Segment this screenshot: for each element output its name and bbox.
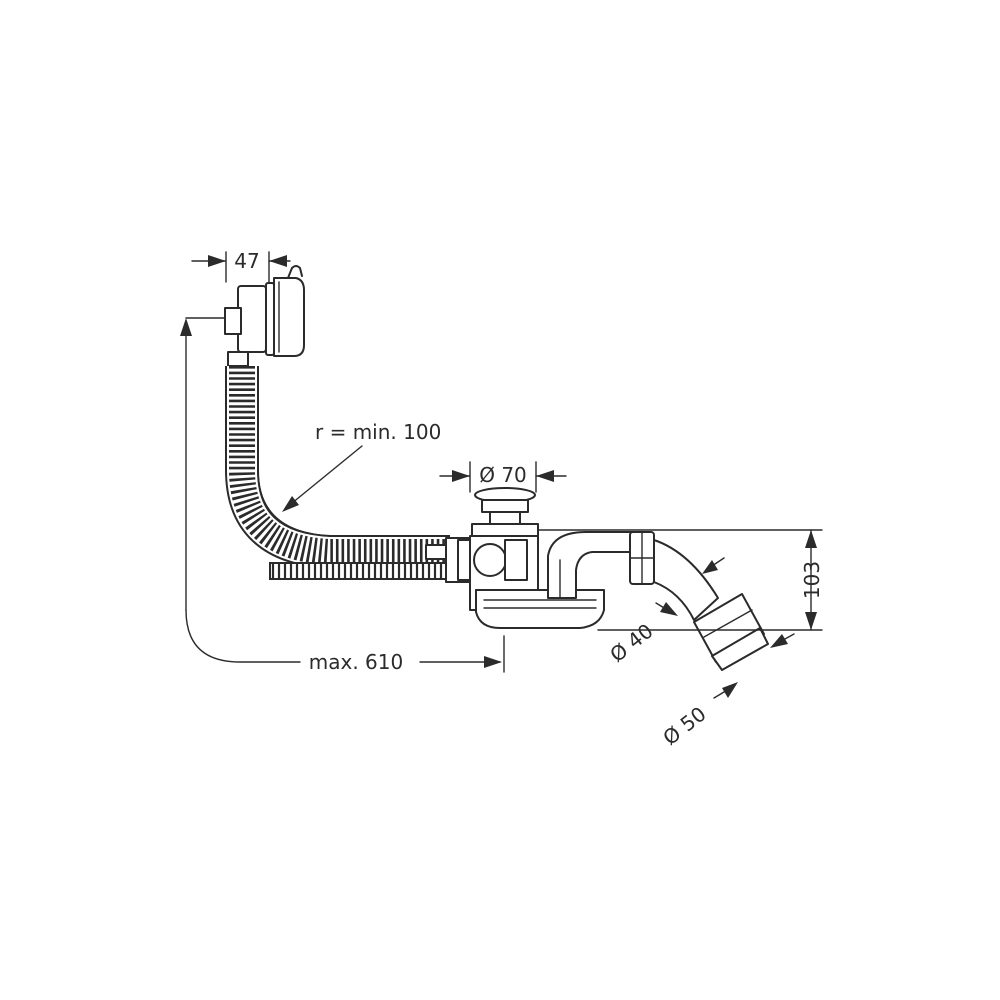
overflow-assembly	[224, 265, 305, 367]
drain-trap	[425, 487, 655, 629]
outlet-pipe	[653, 539, 769, 671]
dim-overflow-depth: 47	[191, 249, 291, 283]
dim-bend-radius: r = min. 100	[282, 420, 441, 512]
label-bend-radius: r = min. 100	[315, 420, 441, 444]
dim-drain-diameter: Ø 70	[439, 461, 567, 493]
label-outlet-diameter: Ø 50	[658, 702, 710, 750]
label-drain-diameter: Ø 70	[479, 463, 527, 487]
label-47: 47	[234, 249, 259, 273]
flexible-hose	[225, 366, 451, 580]
dim-max-length: max. 610	[180, 317, 505, 674]
label-inlet-diameter: Ø 40	[605, 619, 657, 667]
label-trap-height: 103	[800, 561, 824, 599]
label-max-length: max. 610	[309, 650, 403, 674]
dim-trap-height: 103	[537, 529, 824, 631]
